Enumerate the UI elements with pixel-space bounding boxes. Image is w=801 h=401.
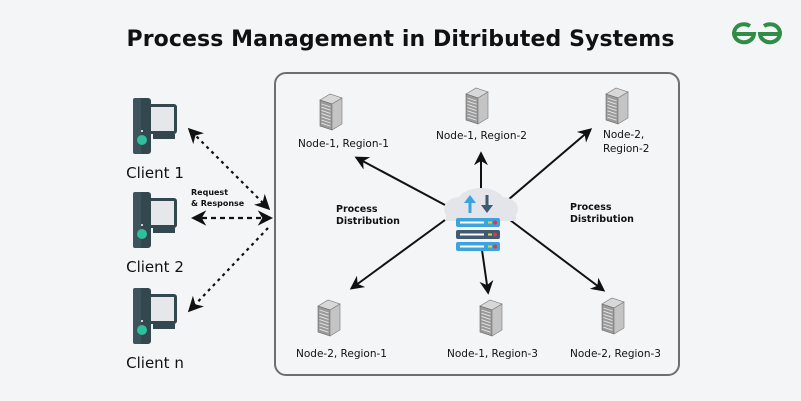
process-distribution-line-2: Distribution [570, 214, 634, 225]
distributed-system-frame [274, 72, 680, 376]
node-label: Node-1, Region-3 [447, 348, 538, 360]
computer-icon [133, 192, 177, 248]
computer-icon [133, 98, 177, 154]
arrow-node-2-region-2 [507, 128, 593, 201]
node-label: Node-2, Region-2 [603, 128, 649, 156]
arrow-node-1-region-1 [354, 156, 446, 206]
upload-arrow-icon [464, 195, 476, 213]
arrow-client-n [187, 227, 269, 313]
cloud-server-icon [444, 188, 518, 251]
node-label: Node-1, Region-1 [298, 138, 389, 150]
node-label-line: Node-2, [603, 129, 645, 141]
diagram-title: Process Management in Ditributed Systems [126, 27, 675, 52]
process-distribution-label-left: Process Distribution [336, 204, 400, 228]
process-distribution-line-1: Process [570, 202, 612, 213]
process-distribution-label-right: Process Distribution [570, 202, 634, 226]
arrow-node-2-region-1 [349, 219, 446, 290]
client-1[interactable]: Client 1 [115, 96, 195, 182]
client-n[interactable]: Client n [115, 286, 195, 372]
server-tower-icon [317, 299, 341, 337]
server-tower-icon [465, 87, 489, 125]
download-arrow-icon [481, 195, 493, 213]
computer-icon [133, 288, 177, 344]
client-label: Client 1 [126, 164, 184, 182]
node-label-line: Region-2 [603, 143, 650, 155]
server-tower-icon [319, 93, 343, 131]
node-label: Node-1, Region-2 [436, 130, 527, 142]
client-2[interactable]: Client 2 [115, 190, 195, 276]
client-label: Client n [126, 354, 184, 372]
process-distribution-line-2: Distribution [336, 216, 400, 227]
client-label: Client 2 [126, 258, 184, 276]
server-tower-icon [601, 297, 625, 335]
node-label: Node-2, Region-1 [296, 348, 387, 360]
arrow-node-1-region-3 [479, 249, 494, 295]
server-tower-icon [479, 299, 503, 337]
node-label: Node-2, Region-3 [570, 348, 661, 360]
arrow-client-1 [187, 127, 271, 211]
geeksforgeeks-logo-icon [732, 22, 782, 45]
server-tower-icon [605, 87, 629, 125]
process-distribution-line-1: Process [336, 204, 378, 215]
arrow-node-2-region-3 [509, 219, 606, 292]
